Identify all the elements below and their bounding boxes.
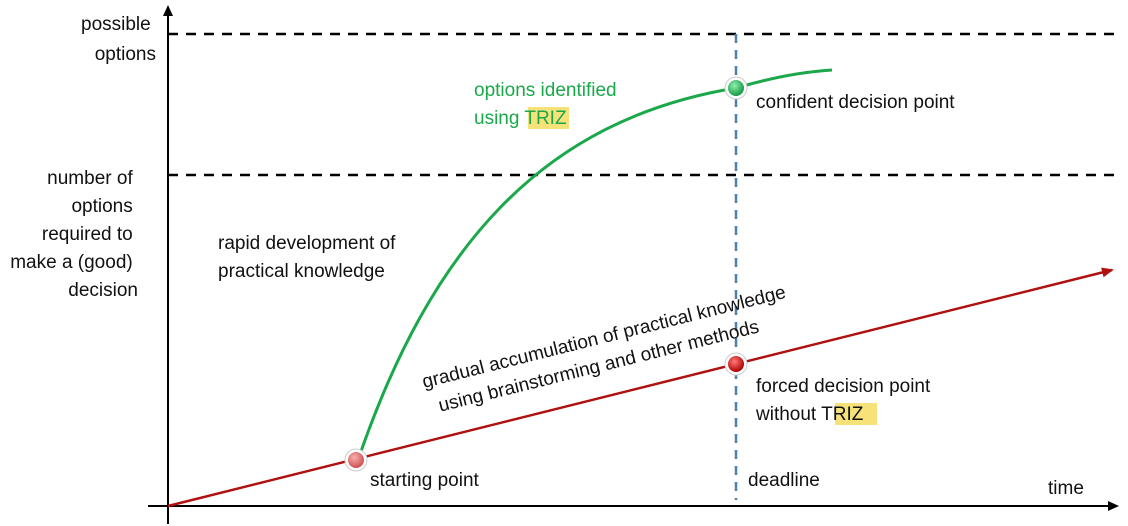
confident-decision-point-label: confident decision point <box>756 92 955 113</box>
deadline-label: deadline <box>748 470 820 491</box>
confident-decision-point-marker <box>724 76 748 100</box>
rapid-development-line1: rapid development of <box>218 233 396 254</box>
triz-curve-label-line2: using TRIZ <box>474 108 567 129</box>
required-options-label: number of options required to make a (go… <box>10 168 138 301</box>
triz-highlight-1 <box>528 107 569 129</box>
x-axis-label: time <box>1048 478 1084 499</box>
possible-options-label: possible options <box>81 14 156 65</box>
gradual-accumulation-label: gradual accumulation of practical knowle… <box>420 282 788 417</box>
triz-curve-label-line1: options identified <box>474 80 617 101</box>
triz-highlight-2 <box>835 403 877 425</box>
forced-decision-point-line2: without TRIZ <box>755 404 864 425</box>
brainstorming-line <box>167 267 1114 508</box>
forced-decision-point-line1: forced decision point <box>756 376 931 397</box>
rapid-development-line2: practical knowledge <box>218 261 385 282</box>
triz-curve <box>356 68 833 461</box>
starting-point-marker <box>344 448 368 472</box>
starting-point-label: starting point <box>370 470 480 491</box>
forced-decision-point-marker <box>724 352 748 376</box>
